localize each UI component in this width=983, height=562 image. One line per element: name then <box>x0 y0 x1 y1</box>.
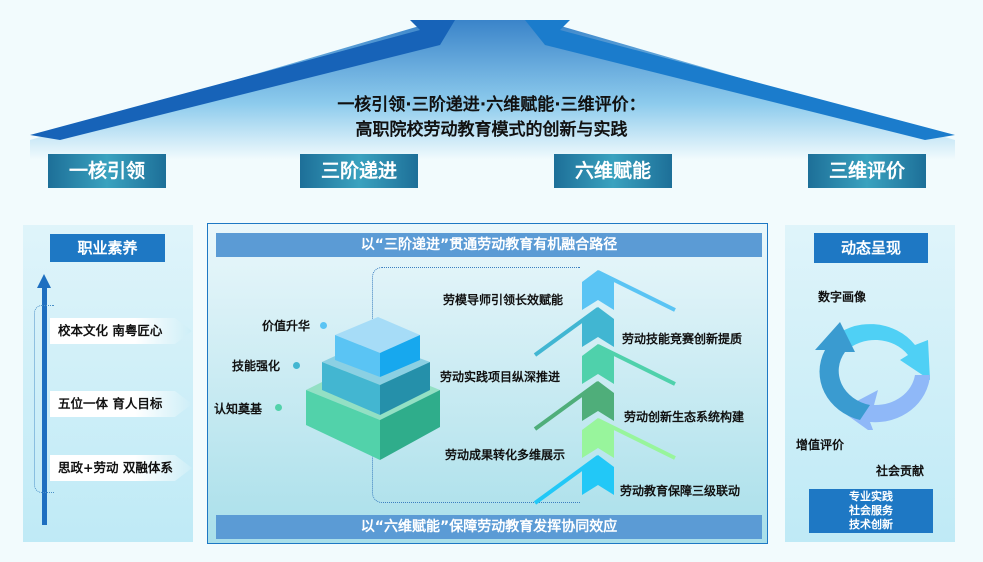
chevron-wing <box>533 455 600 505</box>
cycle-label-digital-portrait: 数字画像 <box>818 290 867 304</box>
pyramid-label-top: 价值升华 <box>262 319 311 333</box>
dot-marker <box>275 404 282 411</box>
chevron-step <box>582 455 614 495</box>
step-label-6: 劳动教育保障三级联动 <box>620 484 741 498</box>
dotted-bracket <box>34 305 54 493</box>
step-label-3: 劳动实践项目纵深推进 <box>440 370 561 384</box>
footer-item: 技术创新 <box>849 518 893 531</box>
pillar-2: 三阶递进 <box>300 154 418 188</box>
vertical-arrow <box>42 285 47 525</box>
bottom-band: 以“六维赋能”保障劳动教育发挥协同效应 <box>216 515 762 539</box>
pyramid-label-bottom: 认知奠基 <box>214 402 263 416</box>
step-label-4: 劳动创新生态系统构建 <box>624 410 745 424</box>
cycle-label-value-added: 增值评价 <box>796 438 845 452</box>
pillar-4: 三维评价 <box>808 154 926 188</box>
title-line-2: 高职院校劳动教育模式的创新与实践 <box>355 120 628 140</box>
pillar-3: 六维赋能 <box>554 154 672 188</box>
chevron-wing <box>597 418 676 460</box>
chevron-wing <box>597 344 676 386</box>
chevron-wing <box>533 381 600 431</box>
left-header: 职业素养 <box>50 234 165 262</box>
chevron-step <box>582 381 614 421</box>
chevron-step <box>582 418 614 458</box>
pyramid-graphic <box>306 317 440 460</box>
dot-marker <box>293 362 300 369</box>
title-line-1: 一核引领·三阶递进·六维赋能·三维评价： <box>337 95 646 115</box>
chevron-stack <box>533 270 676 505</box>
left-item-2: 五位一体 育人目标 <box>50 391 192 417</box>
footer-item: 专业实践 <box>849 490 893 503</box>
chevron-wing <box>597 270 676 312</box>
arrow-up-icon <box>37 274 51 288</box>
chevron-wing <box>533 307 600 357</box>
chevron-step <box>582 270 614 310</box>
cycle-arrows-icon <box>815 322 930 430</box>
top-band: 以“三阶递进”贯通劳动教育有机融合路径 <box>216 233 762 257</box>
left-item-3: 思政+劳动 双融体系 <box>50 455 192 481</box>
left-item-1: 校本文化 南粤匠心 <box>50 318 192 344</box>
roof-arrow-graphic <box>30 20 955 160</box>
dot-marker <box>320 322 327 329</box>
pillar-1: 一核引领 <box>48 154 166 188</box>
step-label-2: 劳动技能竞赛创新提质 <box>622 332 743 346</box>
pyramid-label-mid: 技能强化 <box>232 359 281 373</box>
right-header: 动态呈现 <box>814 233 928 263</box>
footer-item: 社会服务 <box>849 504 893 517</box>
step-label-5: 劳动成果转化多维展示 <box>445 448 566 462</box>
chevron-step <box>582 307 614 347</box>
cycle-label-social-contribution: 社会贡献 <box>876 464 925 478</box>
right-footer: 专业实践 社会服务 技术创新 <box>809 489 933 533</box>
chevron-step <box>582 344 614 384</box>
step-label-1: 劳模导师引领长效赋能 <box>443 293 564 307</box>
